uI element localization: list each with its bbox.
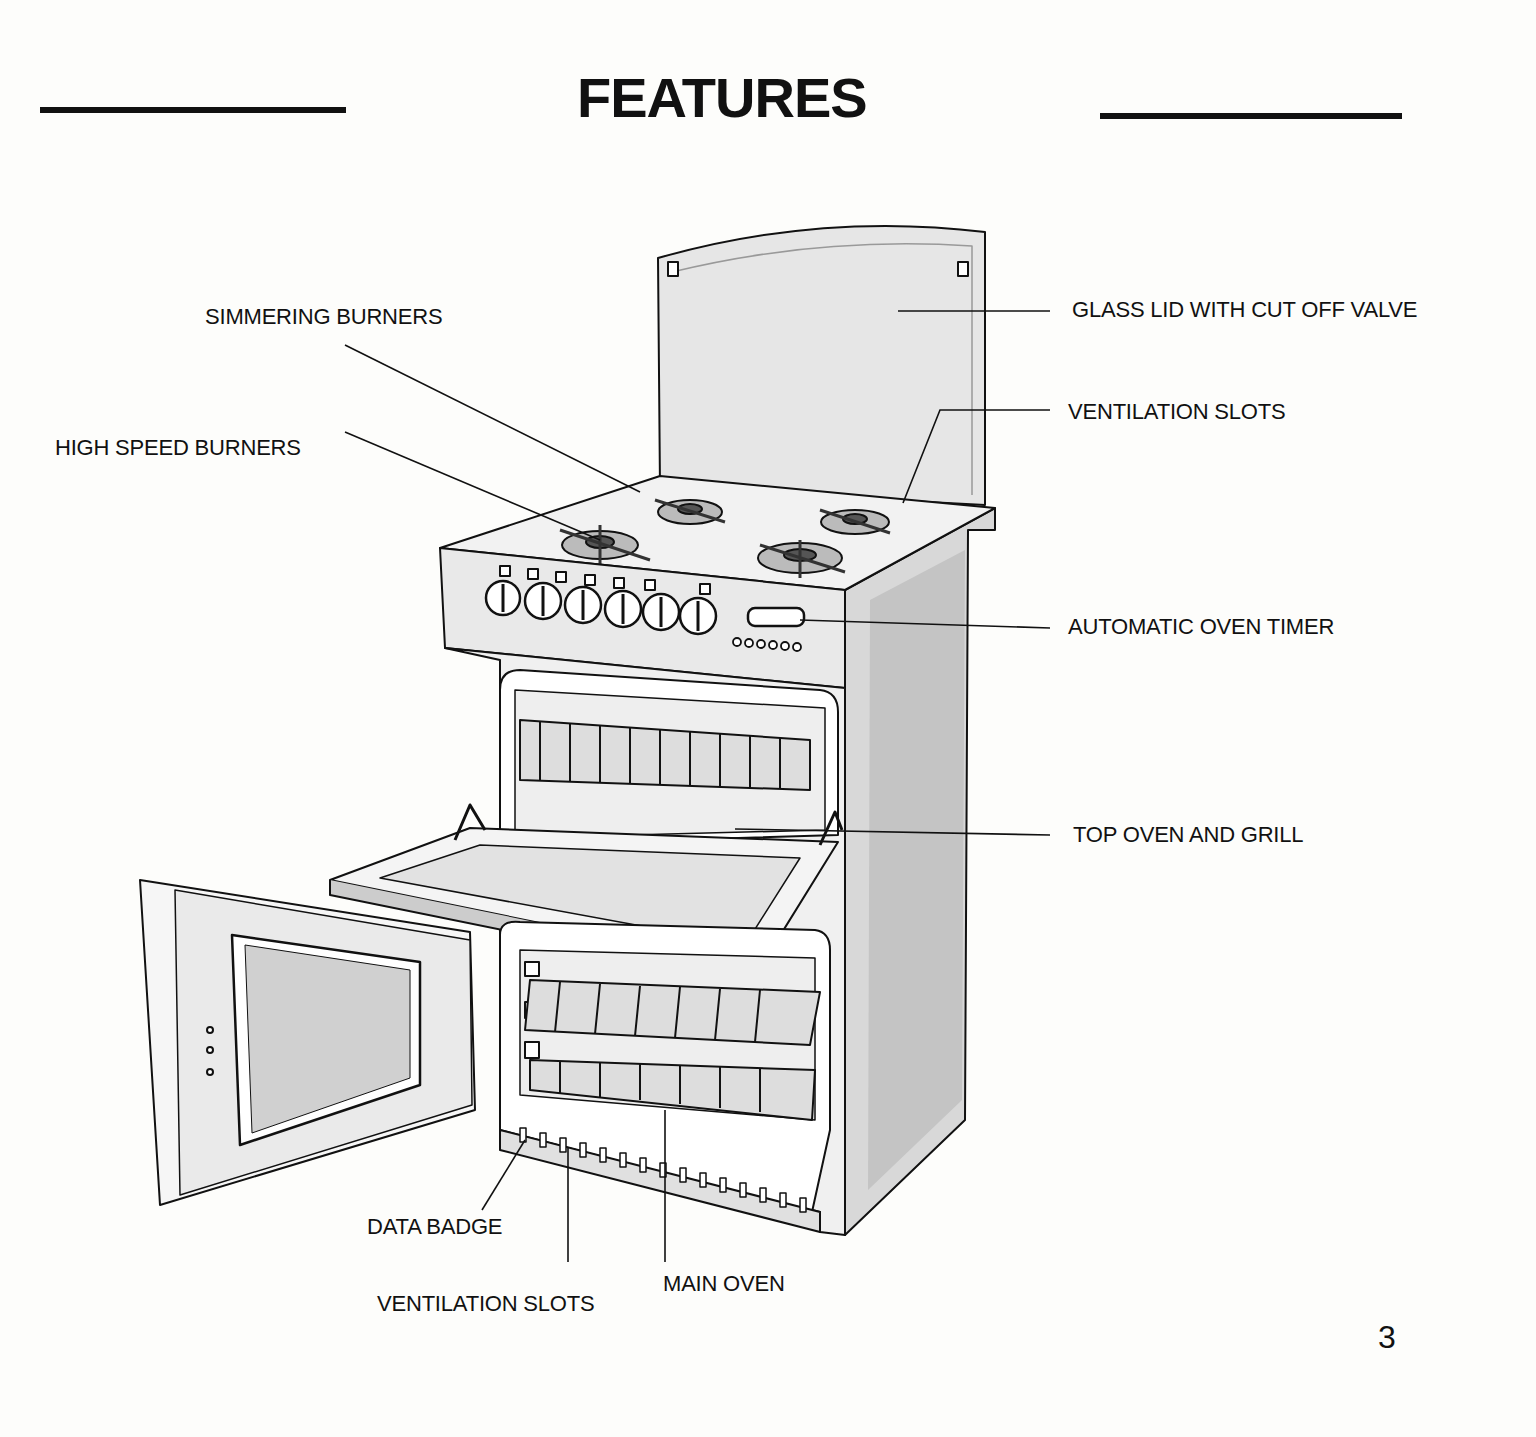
part-label: SIMMERING BURNERS [205,305,442,329]
leader-lines [345,311,1050,1262]
part-label: DATA BADGE [367,1215,502,1239]
cooker-drawing [140,226,995,1235]
part-label: HIGH SPEED BURNERS [55,436,301,460]
part-label: VENTILATION SLOTS [1068,400,1285,424]
part-label: MAIN OVEN [663,1272,785,1296]
part-label: VENTILATION SLOTS [377,1292,594,1316]
page-title: FEATURES [577,70,867,126]
part-label: GLASS LID WITH CUT OFF VALVE [1072,298,1417,322]
title-bar [40,107,346,113]
title-bar [1100,113,1402,119]
part-label: AUTOMATIC OVEN TIMER [1068,615,1334,639]
part-label: TOP OVEN AND GRILL [1073,823,1303,847]
page-number: 3 [1378,1320,1396,1355]
